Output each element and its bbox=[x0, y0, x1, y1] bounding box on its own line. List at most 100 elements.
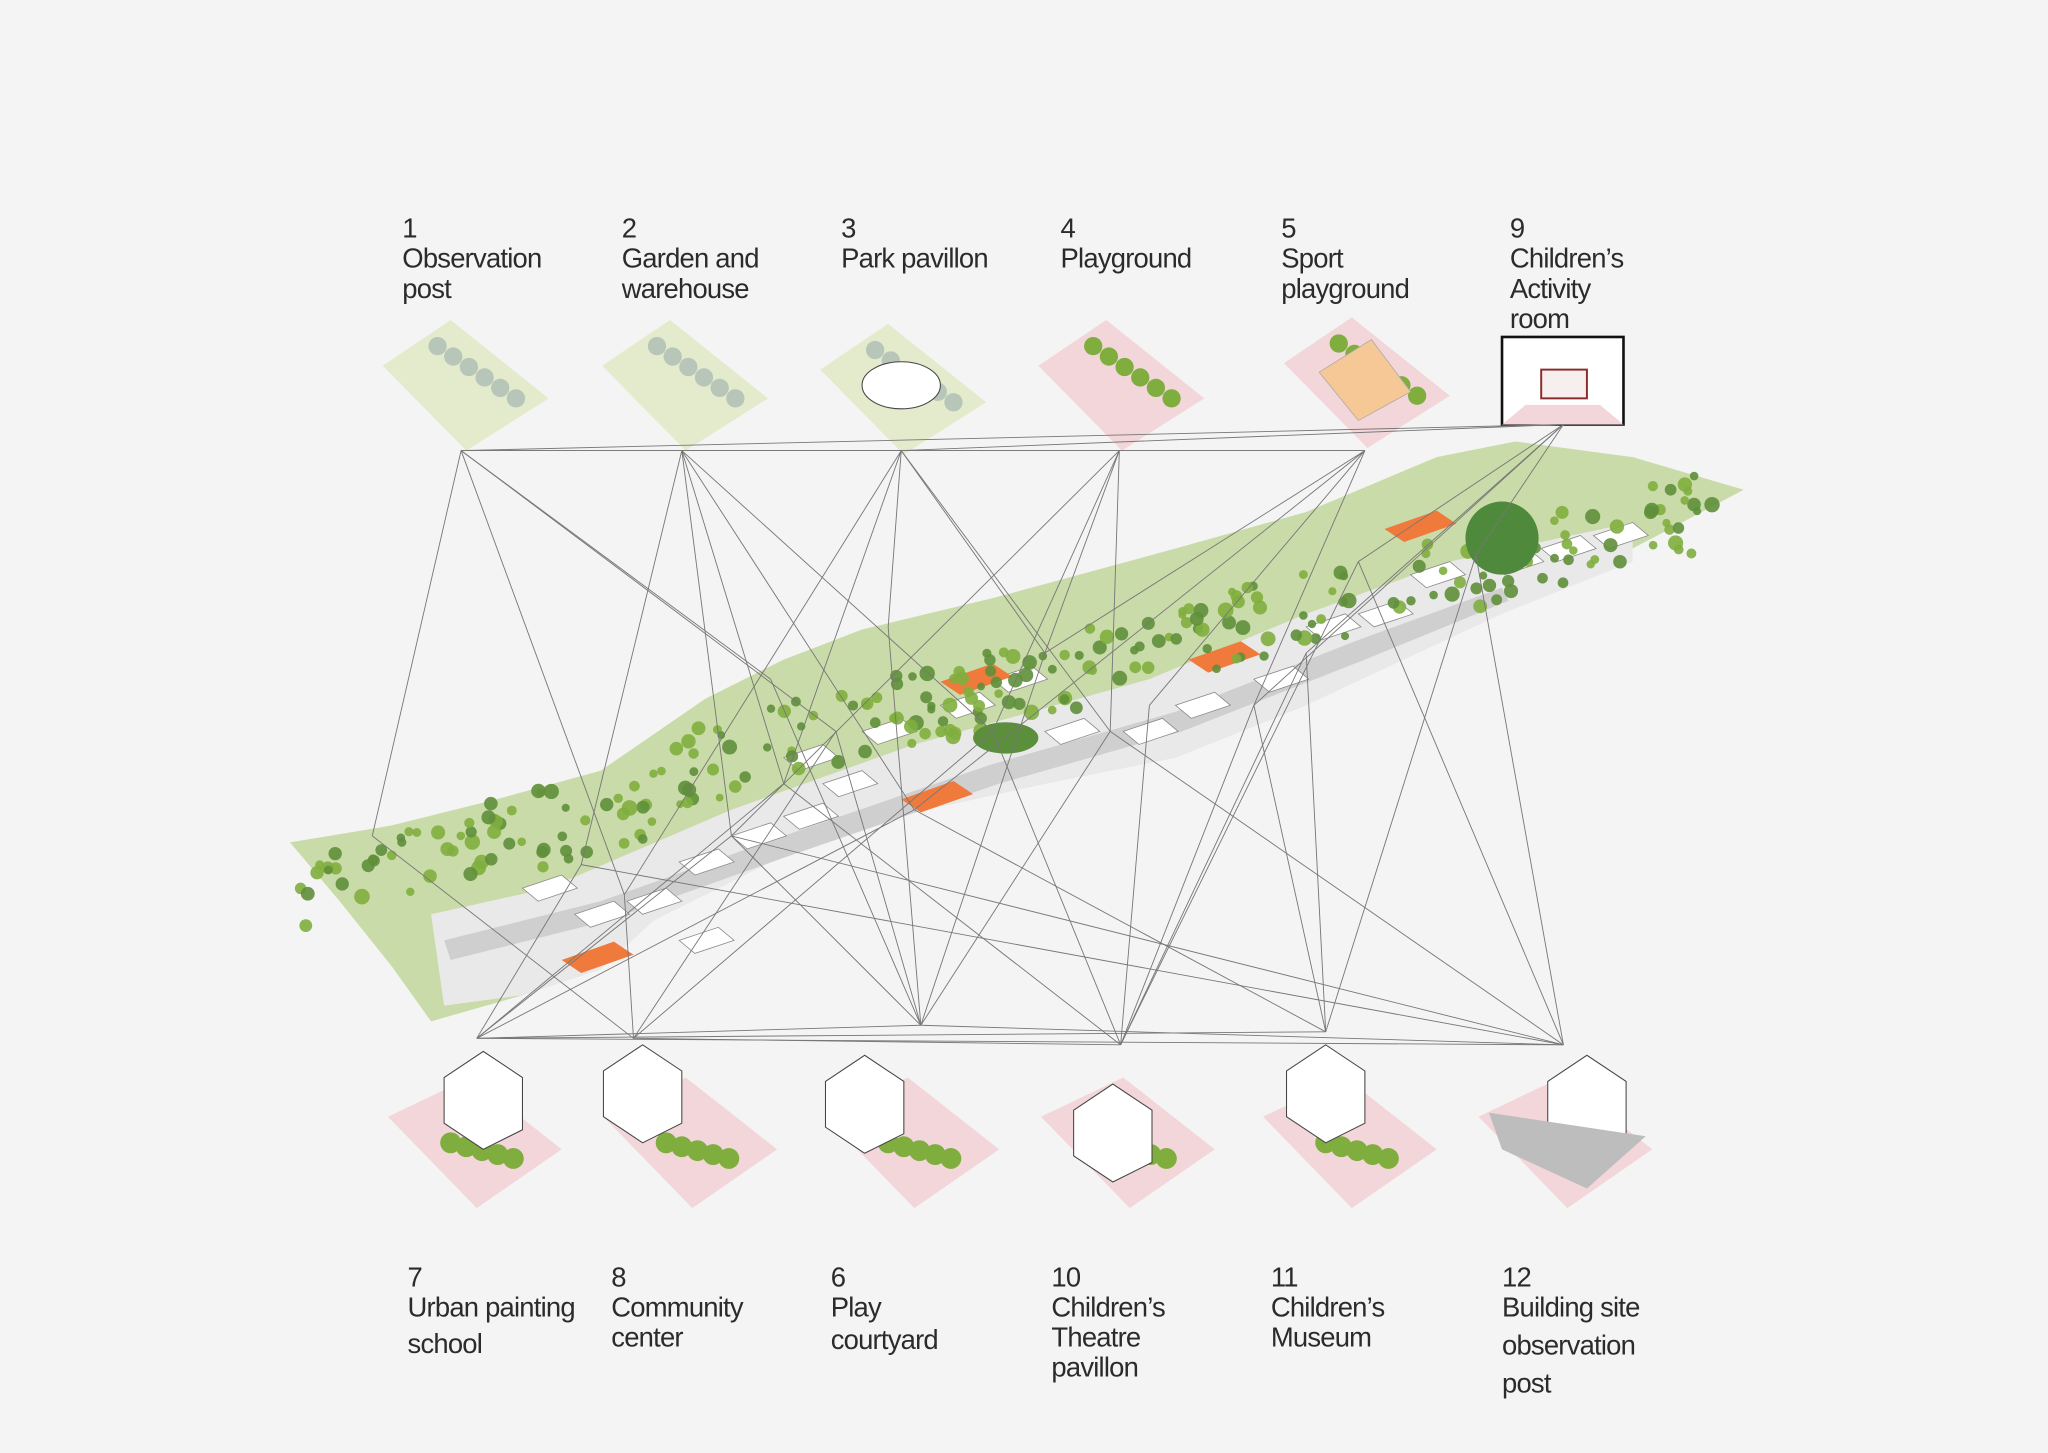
tree-icon bbox=[404, 827, 414, 837]
tree-icon bbox=[1346, 1140, 1368, 1162]
tree-icon bbox=[1235, 620, 1251, 636]
connection-line bbox=[1325, 554, 1477, 1032]
tree-icon bbox=[903, 719, 918, 734]
tree-icon bbox=[689, 767, 699, 777]
connection-line bbox=[887, 626, 922, 1026]
tree-icon bbox=[1023, 704, 1040, 721]
connection-line bbox=[1253, 705, 1327, 1032]
connection-line bbox=[1109, 731, 1564, 1046]
thumbnail-ground bbox=[602, 319, 769, 451]
tree-icon bbox=[1195, 622, 1210, 637]
program-number: 12 bbox=[1502, 1261, 1531, 1292]
tree-icon bbox=[1683, 486, 1693, 496]
tree-icon bbox=[560, 844, 573, 857]
tree-icon bbox=[647, 817, 657, 826]
tree-icon bbox=[1603, 538, 1618, 553]
tree-icon bbox=[1298, 570, 1308, 579]
tree-icon bbox=[1099, 629, 1115, 645]
program-number: 3 bbox=[841, 213, 856, 244]
tree-icon bbox=[531, 783, 546, 799]
program-name: Children’s bbox=[1510, 243, 1624, 274]
orange-building bbox=[561, 941, 634, 974]
tree-icon bbox=[1162, 389, 1181, 408]
tree-icon bbox=[1693, 507, 1702, 516]
tree-icon bbox=[688, 748, 699, 759]
tree-icon bbox=[949, 673, 959, 684]
tree-icon bbox=[1560, 530, 1570, 540]
connection-line bbox=[731, 450, 1120, 837]
program-name: Urban painting bbox=[408, 1292, 575, 1323]
tree-icon bbox=[1672, 522, 1685, 534]
connection-line bbox=[1044, 450, 1120, 654]
program-name: Park pavillon bbox=[841, 243, 988, 274]
tree-icon bbox=[937, 716, 949, 727]
tree-icon bbox=[335, 877, 349, 891]
orange-building bbox=[1188, 641, 1261, 673]
program-name: Activity bbox=[1510, 273, 1592, 304]
tree-icon bbox=[1561, 538, 1573, 550]
tree-icon bbox=[487, 1144, 509, 1166]
program-name: Observation bbox=[402, 243, 541, 274]
tree-icon bbox=[412, 828, 422, 837]
connection-line bbox=[460, 450, 837, 732]
building-block bbox=[1174, 691, 1232, 719]
play-courtyard-building bbox=[824, 1054, 905, 1154]
tree-icon bbox=[1189, 611, 1204, 626]
tree-icon bbox=[310, 866, 324, 880]
building-block bbox=[1044, 717, 1101, 745]
tree-icon bbox=[406, 887, 415, 896]
tree-icon bbox=[1470, 582, 1483, 595]
tree-icon bbox=[1228, 587, 1237, 596]
program-name: room bbox=[1510, 303, 1569, 334]
tree-icon bbox=[847, 700, 859, 711]
tree-icon bbox=[919, 727, 931, 740]
tree-icon bbox=[580, 845, 593, 859]
tree-icon bbox=[1222, 615, 1236, 630]
tree-icon bbox=[944, 393, 963, 412]
tree-icon bbox=[1438, 566, 1448, 576]
tree-icon bbox=[1406, 596, 1416, 606]
tree-icon bbox=[1180, 616, 1193, 629]
tree-icon bbox=[440, 1132, 462, 1154]
tree-icon bbox=[860, 697, 874, 710]
program-name: Children’s bbox=[1271, 1292, 1385, 1323]
tree-icon bbox=[1316, 614, 1327, 625]
tree-icon bbox=[1609, 519, 1625, 534]
connection-line bbox=[887, 450, 902, 627]
tree-icon bbox=[726, 389, 745, 408]
tree-icon bbox=[1333, 565, 1348, 580]
program-name: courtyard bbox=[831, 1324, 938, 1355]
tree-icon bbox=[1059, 649, 1070, 661]
connection-line bbox=[681, 450, 785, 784]
tree-icon bbox=[1329, 334, 1348, 353]
tree-icon bbox=[459, 357, 479, 377]
tree-icon bbox=[1453, 576, 1466, 589]
connection-line bbox=[783, 450, 902, 784]
tree-icon bbox=[707, 763, 720, 776]
tree-icon bbox=[1407, 386, 1427, 405]
tree-icon bbox=[444, 347, 463, 366]
tree-icon bbox=[440, 842, 455, 856]
tree-icon bbox=[785, 750, 799, 763]
tree-icon bbox=[536, 842, 551, 857]
tree-icon bbox=[431, 825, 446, 840]
tree-icon bbox=[1022, 655, 1037, 670]
tree-icon bbox=[766, 704, 776, 713]
program-name: Museum bbox=[1271, 1322, 1371, 1353]
connection-line bbox=[461, 424, 1564, 452]
connection-line bbox=[633, 731, 993, 1039]
tree-icon bbox=[517, 837, 526, 847]
tree-icon bbox=[907, 738, 917, 748]
connection-line bbox=[476, 809, 915, 1039]
connection-line bbox=[371, 450, 462, 836]
tree-icon bbox=[687, 1140, 708, 1162]
tree-icon bbox=[710, 378, 729, 398]
program-name: post bbox=[402, 273, 452, 304]
